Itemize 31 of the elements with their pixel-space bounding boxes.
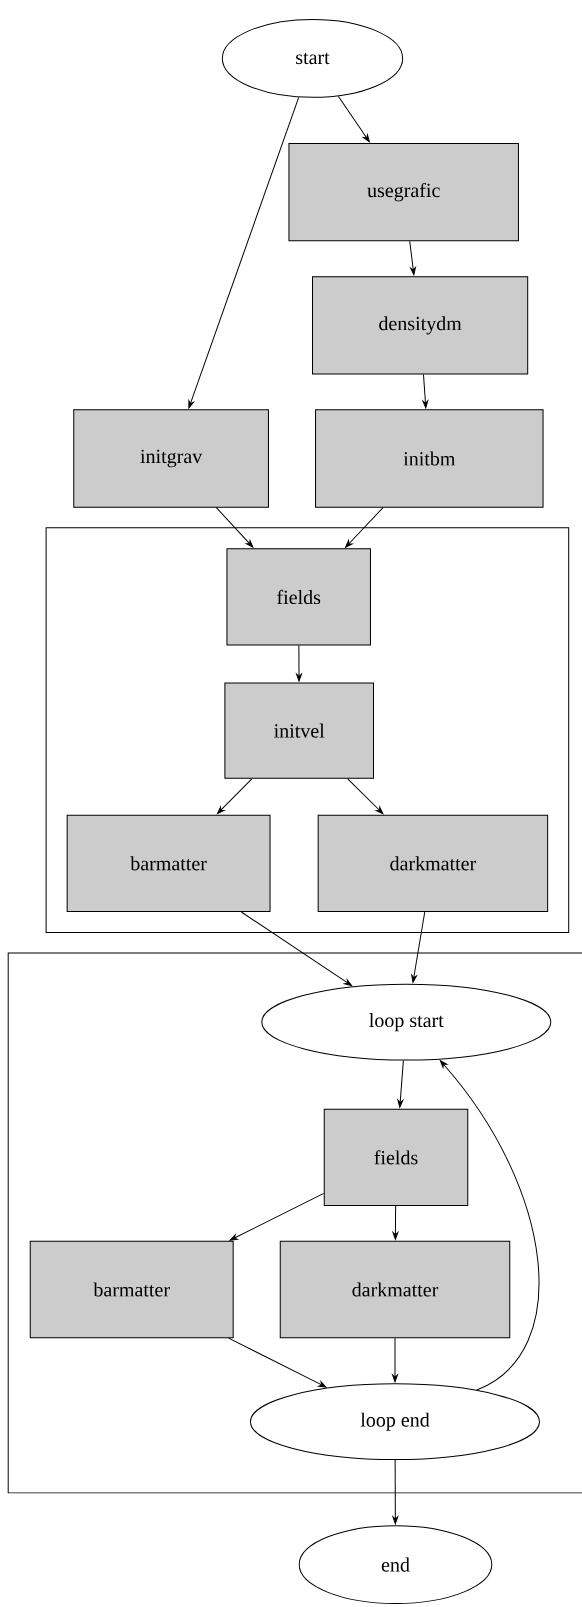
arrow	[337, 95, 370, 143]
process-box: fields	[226, 548, 371, 646]
process-box: initbm	[315, 409, 544, 508]
process-box: densitydm	[312, 276, 529, 375]
process-box: darkmatter	[317, 814, 549, 912]
arrow	[409, 240, 416, 276]
arrow	[397, 1060, 404, 1108]
arrow	[411, 911, 426, 983]
process-box: initgrav	[73, 409, 269, 508]
arrow	[439, 1060, 540, 1391]
arrow	[228, 1337, 327, 1388]
arrow	[392, 1337, 398, 1383]
arrow	[296, 645, 302, 682]
process-box: fields	[323, 1108, 469, 1206]
arrow	[392, 1205, 399, 1240]
process-box: darkmatter	[279, 1240, 511, 1339]
arrow	[347, 778, 384, 815]
arrow	[215, 507, 254, 548]
cluster-frame	[45, 527, 570, 933]
process-box: barmatter	[66, 814, 271, 912]
arrow	[229, 1192, 325, 1241]
arrow	[216, 778, 253, 815]
arrow	[392, 1459, 399, 1525]
process-box: initvel	[224, 682, 374, 779]
process-box: barmatter	[29, 1240, 234, 1339]
arrow	[422, 373, 429, 409]
arrow	[188, 96, 300, 409]
arrow	[345, 507, 384, 548]
process-box: usegrafic	[288, 142, 519, 242]
cluster-frame	[7, 952, 582, 1494]
arrow	[240, 911, 353, 987]
